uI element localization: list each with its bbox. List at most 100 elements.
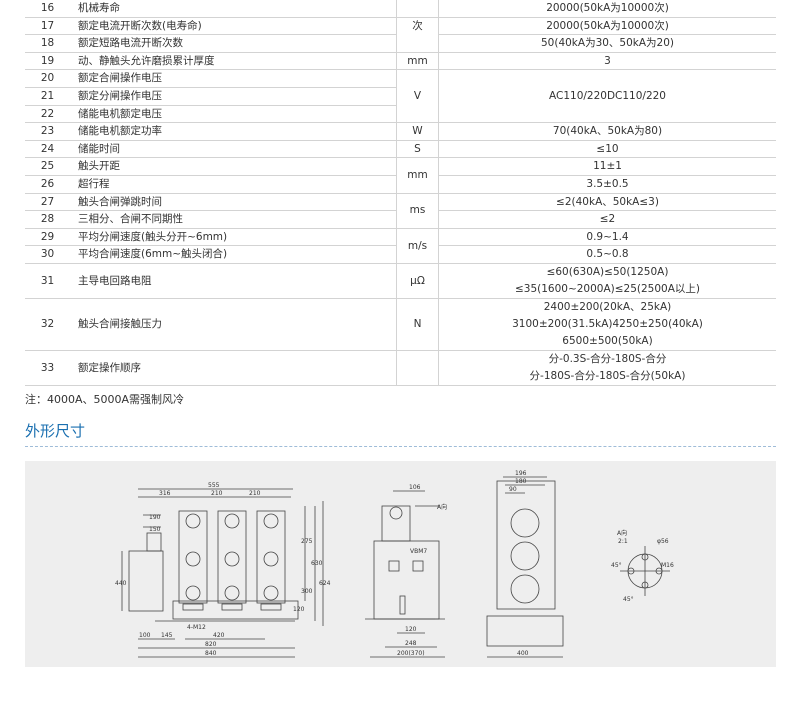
row-number: 18 bbox=[25, 34, 70, 53]
value-line: 6500±500(50kA) bbox=[562, 334, 653, 347]
param-name: 储能时间 bbox=[70, 140, 397, 159]
unit-cell bbox=[396, 350, 439, 386]
row-number: 22 bbox=[25, 105, 70, 124]
footnote: 注：4000A、5000A需强制风冷 bbox=[25, 393, 185, 406]
unit-cell bbox=[396, 34, 439, 53]
param-name: 平均合闸速度(6mm~触头闭合) bbox=[70, 245, 397, 264]
value-line: 2400±200(20kA、25kA) bbox=[543, 300, 672, 313]
param-value: 分-0.3S-合分-180S-合分分-180S-合分-180S-合分(50kA) bbox=[438, 350, 776, 386]
param-name: 机械寿命 bbox=[70, 0, 397, 18]
dim-label: 210 bbox=[249, 490, 261, 497]
dim-label: 180 bbox=[515, 478, 527, 485]
dim-label: 45° bbox=[611, 562, 622, 569]
param-value: 0.9~1.4 bbox=[438, 228, 776, 247]
param-value: 2400±200(20kA、25kA)3100±200(31.5kA)4250±… bbox=[438, 298, 776, 351]
param-name: 三相分、合闸不同期性 bbox=[70, 210, 397, 229]
unit-cell: μΩ bbox=[396, 263, 439, 299]
detail-view-a bbox=[620, 546, 670, 596]
unit-cell: S bbox=[396, 140, 439, 159]
dim-label: 555 bbox=[208, 482, 220, 489]
dim-label: φ56 bbox=[657, 538, 669, 545]
unit-cell: V bbox=[396, 69, 439, 124]
dim-label: 106 bbox=[409, 484, 421, 491]
param-value: 20000(50kA为10000次) bbox=[438, 0, 776, 18]
param-name: 储能电机额定电压 bbox=[70, 105, 397, 124]
dim-label: 630 bbox=[311, 560, 323, 567]
value-line: 分-0.3S-合分-180S-合分 bbox=[548, 352, 667, 365]
param-value: 3.5±0.5 bbox=[438, 175, 776, 194]
row-number: 32 bbox=[25, 298, 70, 351]
dim-label: 200(370) bbox=[397, 650, 425, 657]
row-number: 24 bbox=[25, 140, 70, 159]
dim-label: 196 bbox=[515, 470, 527, 477]
model-label: VBM7 bbox=[410, 548, 427, 555]
dim-label: 624 bbox=[319, 580, 331, 587]
dim-label: 150 bbox=[149, 526, 161, 533]
row-number: 26 bbox=[25, 175, 70, 194]
param-value: 50(40kA为30、50kA为20) bbox=[438, 34, 776, 53]
dim-label: 145 bbox=[161, 632, 173, 639]
param-name: 额定电流开断次数(电寿命) bbox=[70, 17, 397, 36]
dim-label: 120 bbox=[293, 606, 305, 613]
param-value: 20000(50kA为10000次) bbox=[438, 17, 776, 36]
dim-label: M16 bbox=[661, 562, 674, 569]
dim-label: 100 bbox=[139, 632, 151, 639]
row-number: 30 bbox=[25, 245, 70, 264]
value-line: ≤60(630A)≤50(1250A) bbox=[546, 265, 669, 278]
param-name: 主导电回路电阻 bbox=[70, 263, 397, 299]
row-number: 27 bbox=[25, 193, 70, 212]
unit-cell: 次 bbox=[396, 17, 439, 35]
unit-cell: ms bbox=[396, 193, 439, 229]
row-number: 29 bbox=[25, 228, 70, 247]
dim-label: 820 bbox=[205, 641, 217, 648]
dim-label: 275 bbox=[301, 538, 313, 545]
top-view bbox=[486, 476, 564, 658]
side-view bbox=[365, 490, 445, 658]
dim-label: 90 bbox=[509, 486, 517, 493]
param-name: 触头开距 bbox=[70, 157, 397, 176]
param-value: ≤2 bbox=[438, 210, 776, 229]
param-value: AC110/220DC110/220 bbox=[438, 69, 776, 124]
row-number: 33 bbox=[25, 350, 70, 386]
dim-label: 45° bbox=[623, 596, 634, 603]
row-number: 21 bbox=[25, 87, 70, 106]
param-name: 额定合闸操作电压 bbox=[70, 69, 397, 88]
unit-cell: N bbox=[396, 298, 439, 351]
param-name: 额定操作顺序 bbox=[70, 350, 397, 386]
dim-label: 210 bbox=[211, 490, 223, 497]
unit-cell: mm bbox=[396, 157, 439, 194]
unit-cell bbox=[396, 0, 439, 18]
unit-cell: mm bbox=[396, 52, 439, 71]
row-number: 20 bbox=[25, 69, 70, 88]
row-number: 19 bbox=[25, 52, 70, 71]
dim-label: 2:1 bbox=[618, 538, 628, 545]
dimension-drawings: 555 316 210 210 190 150 440 275 630 624 … bbox=[115, 470, 674, 658]
param-value: 0.5~0.8 bbox=[438, 245, 776, 264]
dim-label: 840 bbox=[205, 650, 217, 657]
row-number: 25 bbox=[25, 157, 70, 176]
dimension-drawing-panel: 555 316 210 210 190 150 440 275 630 624 … bbox=[25, 461, 776, 667]
param-value: ≤60(630A)≤50(1250A)≤35(1600~2000A)≤25(25… bbox=[438, 263, 776, 299]
dim-label: 4-M12 bbox=[187, 624, 206, 631]
param-name: 超行程 bbox=[70, 175, 397, 194]
param-value: ≤10 bbox=[438, 140, 776, 159]
row-number: 28 bbox=[25, 210, 70, 229]
param-name: 储能电机额定功率 bbox=[70, 122, 397, 141]
section-title: 外形尺寸 bbox=[25, 422, 86, 440]
